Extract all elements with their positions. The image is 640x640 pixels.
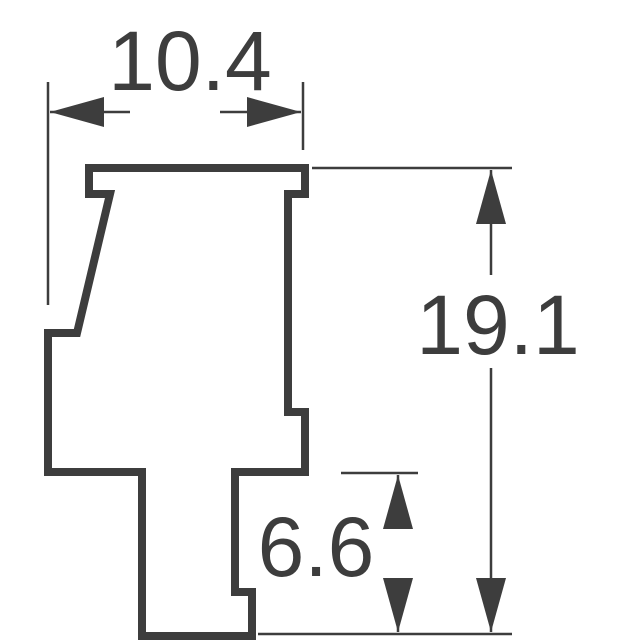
- lower-arrow-bottom: [383, 578, 413, 632]
- height-dimension-label: 19.1: [416, 278, 580, 372]
- width-arrow-right: [247, 97, 301, 127]
- height-arrow-top: [476, 170, 506, 224]
- lower-arrow-top: [383, 475, 413, 529]
- height-arrow-bottom: [476, 578, 506, 632]
- part-outline: [44, 164, 309, 640]
- width-dimension-label: 10.4: [108, 14, 272, 108]
- width-arrow-left: [50, 97, 104, 127]
- lower-dimension-label: 6.6: [258, 500, 375, 594]
